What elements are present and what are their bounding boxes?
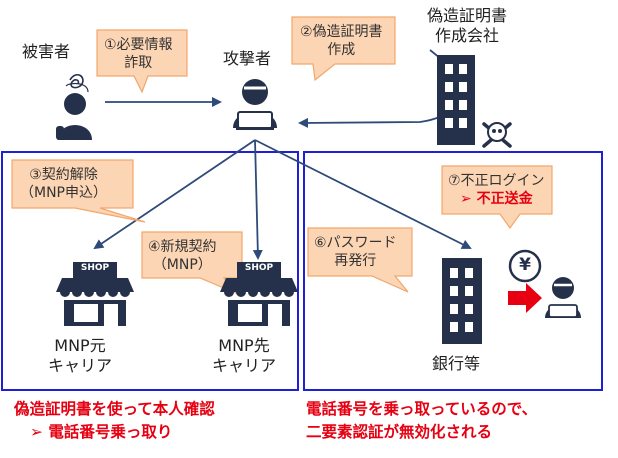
step3-line1: ③契約解除 [29,167,98,183]
mnp-destination-shop-icon [220,262,298,326]
attacker-small-icon [545,277,581,318]
step4-line1: ④新規契約 [148,239,217,255]
bank-label: 銀行等 [432,354,481,373]
step2-text: ②偽造証明書 作成 [300,23,383,59]
mnp-destination-label: MNP先 キャリア [212,336,276,376]
step6-line1: ⑥パスワード [314,235,397,251]
mnp-source-label: MNP元 キャリア [48,336,112,376]
callout-step2 [291,16,396,82]
yen-coin-icon [508,249,542,283]
victim-label: 被害者 [22,42,71,61]
step7-line1: ⑦不正ログイン [448,173,545,189]
callout-step3 [11,159,146,223]
step6-line2: 再発行 [334,253,377,269]
callout-step6 [307,227,413,293]
step7-line2: ➢ 不正送金 [459,191,533,207]
arrow-attacker-to-mnp-src [93,139,256,250]
bank-section-box [303,151,603,391]
callout-step1 [96,29,188,94]
left-note-line1: 偽造証明書を使って本人確認 [14,400,215,418]
carrier-section-box [1,151,299,391]
right-note-line2: 二要素認証が無効化される [306,423,493,441]
left-note-line2: ➢ 電話番号乗っ取り [30,423,173,441]
arrow-attacker-to-bank [254,139,472,249]
skull-crossbones-icon [482,122,512,148]
victim-icon [56,73,92,140]
step2-line1: ②偽造証明書 [300,24,383,40]
mnp-destination-line1: MNP先 [218,336,270,355]
forger-label-line2: 作成会社 [435,26,500,45]
callout-step7 [441,165,553,230]
fraud-transfer-arrow-icon [508,283,542,313]
step7-text: ⑦不正ログイン ➢ 不正送金 [448,172,545,208]
attacker-label: 攻撃者 [223,49,272,68]
step3-text: ③契約解除 （MNP申込） [20,166,107,202]
mnp-source-line1: MNP元 [54,336,106,355]
forger-label-line1: 偽造証明書 [427,6,508,25]
right-note: 電話番号を乗っ取っているので、 二要素認証が無効化される [306,398,537,444]
mnp-source-shop-icon [56,262,134,326]
mnp-source-line2: キャリア [48,356,113,375]
step1-line2: 詐取 [124,55,153,71]
mnp-destination-line2: キャリア [212,356,277,375]
step3-line2: （MNP申込） [20,185,107,201]
step4-line2: （MNP） [152,257,212,273]
yen-symbol: ¥ [519,255,531,275]
arrow-attacker-to-mnp-dst [252,139,263,260]
forger-label: 偽造証明書 作成会社 [427,6,507,46]
mnp-destination-shop-sign: SHOP [244,263,274,273]
forger-building-icon [437,55,475,145]
step1-line1: ①必要情報 [104,37,173,53]
mnp-source-shop-sign: SHOP [80,263,110,273]
right-note-line1: 電話番号を乗っ取っているので、 [306,400,538,418]
step1-text: ①必要情報 詐取 [104,36,173,72]
step4-text: ④新規契約 （MNP） [148,238,217,274]
left-note: 偽造証明書を使って本人確認 ➢ 電話番号乗っ取り [14,398,215,444]
attacker-icon [233,79,277,130]
step6-text: ⑥パスワード 再発行 [314,234,397,270]
bank-building-icon [442,258,482,344]
step2-line2: 作成 [327,42,356,58]
